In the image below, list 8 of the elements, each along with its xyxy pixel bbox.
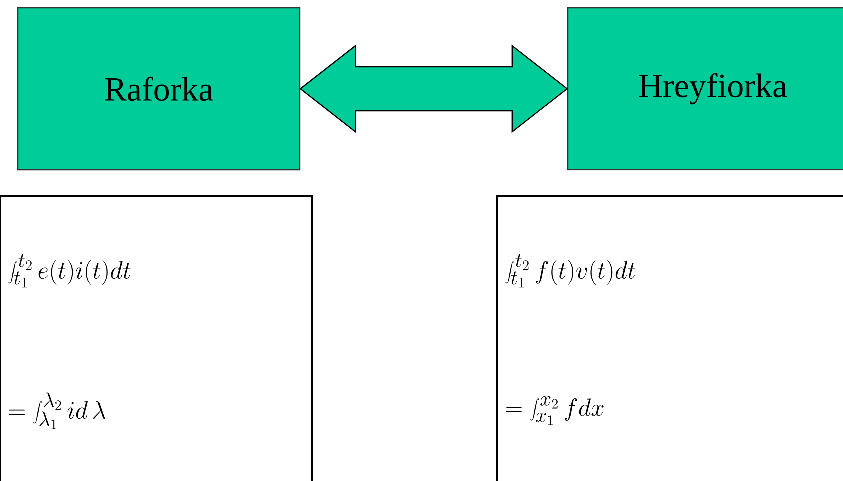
formula: $\int_{t_1}^{t_2} e(t)i(t)dt$ xyxy=(8,254,131,288)
formula-box xyxy=(496,195,843,481)
process-box: Hreyfiorka xyxy=(567,7,843,171)
process-box: Raforka xyxy=(17,7,301,171)
formula: $= \int_{\lambda_1}^{\lambda_2} id\,\lambda$ xyxy=(9,392,106,430)
formula: $\int_{t_1}^{t_2} f(t)v(t)dt$ xyxy=(506,254,636,288)
formula: $= \int_{x_1}^{x_2} fdx$ xyxy=(506,396,604,426)
formula-box xyxy=(0,195,313,481)
